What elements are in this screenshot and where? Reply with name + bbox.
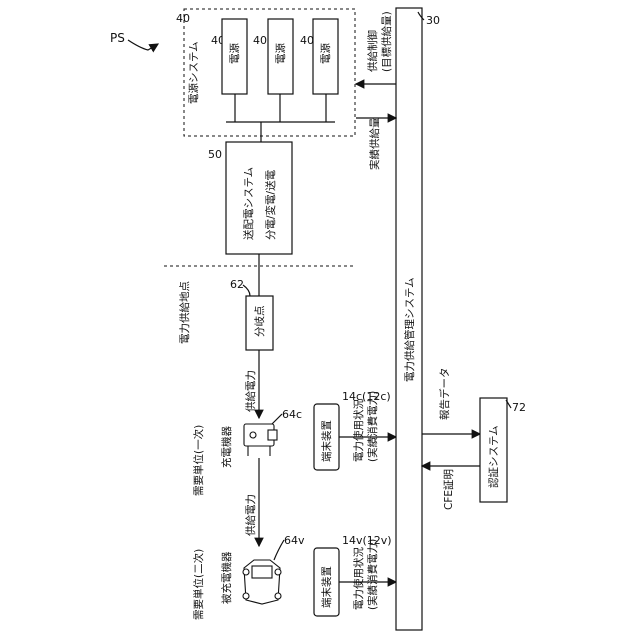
distribution-sublabel: 分電/変電/送電 <box>264 169 277 240</box>
figure-label: PS <box>110 31 125 45</box>
distribution-ref: 50 <box>208 148 222 161</box>
charged-device-label: 被充電機器 <box>220 551 233 604</box>
management-system-ref: 30 <box>426 14 440 27</box>
supply-control-line1: 供給制御 <box>366 30 379 72</box>
terminal-c-usage-line2: (実績消費電力) <box>366 391 379 462</box>
supply-point-label: 電力供給地点 <box>178 281 191 344</box>
power-system-label: 電源システム <box>187 41 200 104</box>
certification-system-label: 認証システム <box>487 425 500 488</box>
charger-icon <box>244 424 277 456</box>
report-data-label: 報告データ <box>438 368 451 421</box>
charged-device-ref: 64v <box>284 534 305 547</box>
power-unit-1-label: 電源 <box>228 43 241 64</box>
branch-point-label: 分岐点 <box>253 306 266 338</box>
terminal-v-label: 端末装置 <box>320 566 333 608</box>
cfe-proof-label: CFE証明 <box>442 469 455 510</box>
branch-point-ref: 62 <box>230 278 244 291</box>
demand-unit-secondary-label: 需要単位(二次) <box>192 549 205 620</box>
terminal-c-usage-line1: 電力使用状況 <box>352 399 365 462</box>
supply-control-line2: (目標供給量) <box>380 11 393 72</box>
charger-ref: 64c <box>282 408 302 421</box>
charged-device-ref-leader <box>274 540 284 560</box>
management-system-label: 電力供給管理システム <box>403 277 416 382</box>
terminal-c-label: 端末装置 <box>320 420 333 462</box>
charger-ref-leader <box>272 414 282 424</box>
power-unit-2-label: 電源 <box>274 43 287 64</box>
power-system-ref: 40 <box>176 12 190 25</box>
terminal-v-usage-line2: (実績消費電力) <box>366 539 379 610</box>
certification-system-ref: 72 <box>512 401 526 414</box>
distribution-label: 送配電システム <box>242 167 255 240</box>
supply-power-1-label: 供給電力 <box>244 370 257 412</box>
distribution-system-box <box>226 142 292 254</box>
demand-unit-primary-label: 需要単位(一次) <box>192 425 205 496</box>
actual-supply-label: 実績供給量 <box>368 117 381 170</box>
figure-label-leader <box>128 40 158 50</box>
supply-power-2-label: 供給電力 <box>244 494 257 536</box>
branch-point-ref-leader <box>243 285 250 296</box>
power-unit-3-label: 電源 <box>319 43 332 64</box>
charger-label: 充電機器 <box>220 426 233 468</box>
terminal-v-usage-line1: 電力使用状況 <box>352 547 365 610</box>
vehicle-icon <box>243 560 281 604</box>
